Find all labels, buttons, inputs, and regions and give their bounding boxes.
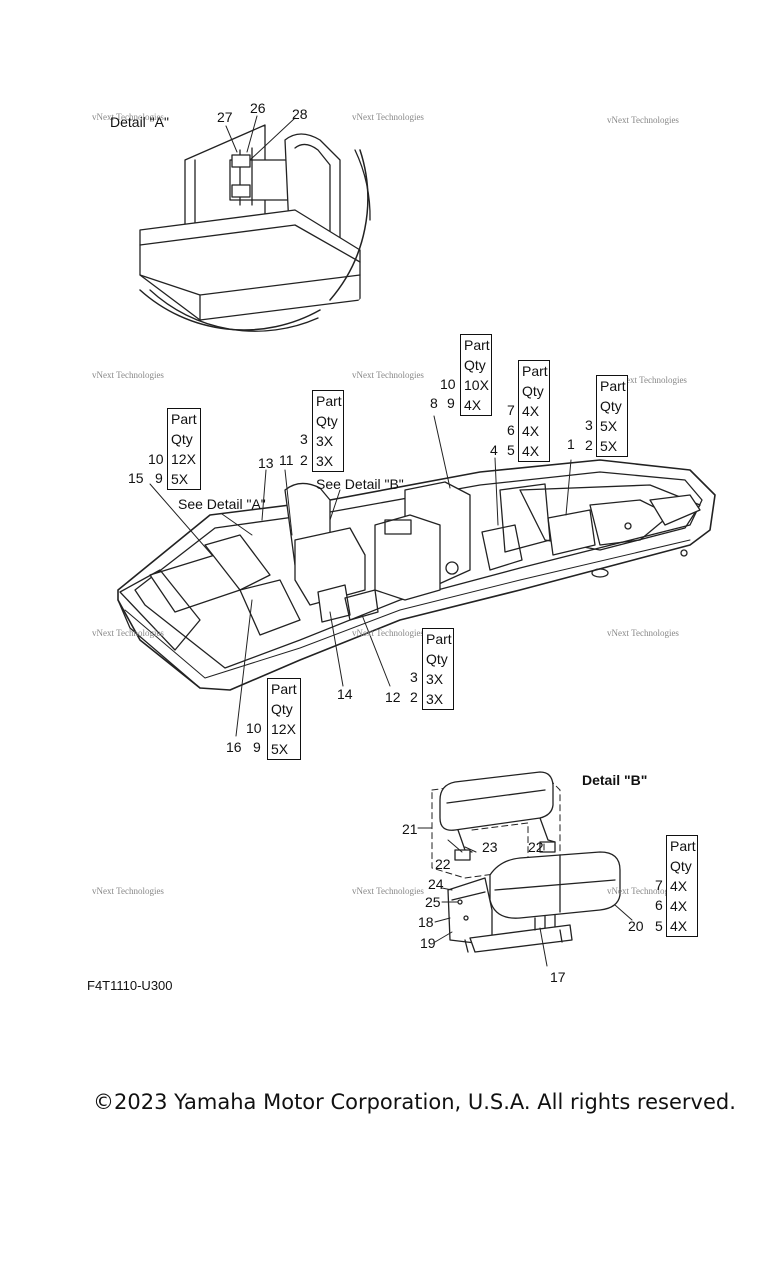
detail-b-title: Detail "B" — [582, 772, 648, 788]
callout-20: 20 — [628, 918, 644, 934]
watermark: vNext Technologies — [607, 628, 679, 638]
callout-3: 3 — [410, 669, 418, 685]
callout-2: 2 — [300, 452, 308, 468]
watermark: vNext Technologies — [607, 115, 679, 125]
watermark: vNext Technologies — [352, 112, 424, 122]
callout-22: 22 — [435, 856, 451, 872]
callout-4: 4 — [490, 442, 498, 458]
watermark: vNext Technologies — [352, 628, 424, 638]
callout-28: 28 — [292, 106, 308, 122]
diagram-code: F4T1110-U300 — [87, 978, 173, 993]
callout-2: 2 — [585, 437, 593, 453]
callout-9: 9 — [253, 739, 261, 755]
detail-b-drawing — [431, 771, 621, 953]
callout-10: 10 — [440, 376, 456, 392]
callout-3: 3 — [300, 431, 308, 447]
callout-9: 9 — [155, 470, 163, 486]
callout-27: 27 — [217, 109, 233, 125]
callout-18: 18 — [418, 914, 434, 930]
watermark: vNext Technologies — [92, 886, 164, 896]
callout-21: 21 — [402, 821, 418, 837]
callout-6: 6 — [507, 422, 515, 438]
callout-6: 6 — [655, 897, 663, 913]
callout-16: 16 — [226, 739, 242, 755]
callout-1: 1 — [567, 436, 575, 452]
see-detail-a-label: See Detail "A" — [178, 496, 266, 512]
callout-7: 7 — [507, 402, 515, 418]
callout-19: 19 — [420, 935, 436, 951]
callout-3: 3 — [585, 417, 593, 433]
callout-10: 10 — [246, 720, 262, 736]
callout-14: 14 — [337, 686, 353, 702]
callout-17: 17 — [550, 969, 566, 985]
callout-24: 24 — [428, 876, 444, 892]
watermark: vNext Technologies — [352, 886, 424, 896]
watermark: vNext Technologies — [92, 370, 164, 380]
copyright-notice: ©2023 Yamaha Motor Corporation, U.S.A. A… — [93, 1090, 736, 1114]
callout-2: 2 — [410, 689, 418, 705]
boat-hull-drawing — [117, 459, 716, 691]
watermark: vNext Technologies — [92, 628, 164, 638]
callout-9: 9 — [447, 395, 455, 411]
detail-a-title: Detail "A" — [110, 114, 169, 130]
see-detail-b-label: See Detail "B" — [316, 476, 404, 492]
callout-11: 11 — [279, 452, 294, 468]
watermark: vNext Technologies — [92, 112, 164, 122]
callout-25: 25 — [425, 894, 441, 910]
callout-15: 15 — [128, 470, 144, 486]
callout-22: 22 — [528, 839, 544, 855]
callout-13: 13 — [258, 455, 274, 471]
callout-7: 7 — [655, 877, 663, 893]
watermark: vNext Technologies — [615, 375, 687, 385]
leader-lines — [149, 115, 633, 967]
callout-23: 23 — [482, 839, 498, 855]
callout-8: 8 — [430, 395, 438, 411]
watermark: vNext Technologies — [607, 886, 679, 896]
detail-a-drawing — [139, 124, 371, 332]
callout-26: 26 — [250, 100, 266, 116]
callout-5: 5 — [507, 442, 515, 458]
callout-10: 10 — [148, 451, 164, 467]
callout-12: 12 — [385, 689, 401, 705]
callout-5: 5 — [655, 918, 663, 934]
watermark: vNext Technologies — [352, 370, 424, 380]
